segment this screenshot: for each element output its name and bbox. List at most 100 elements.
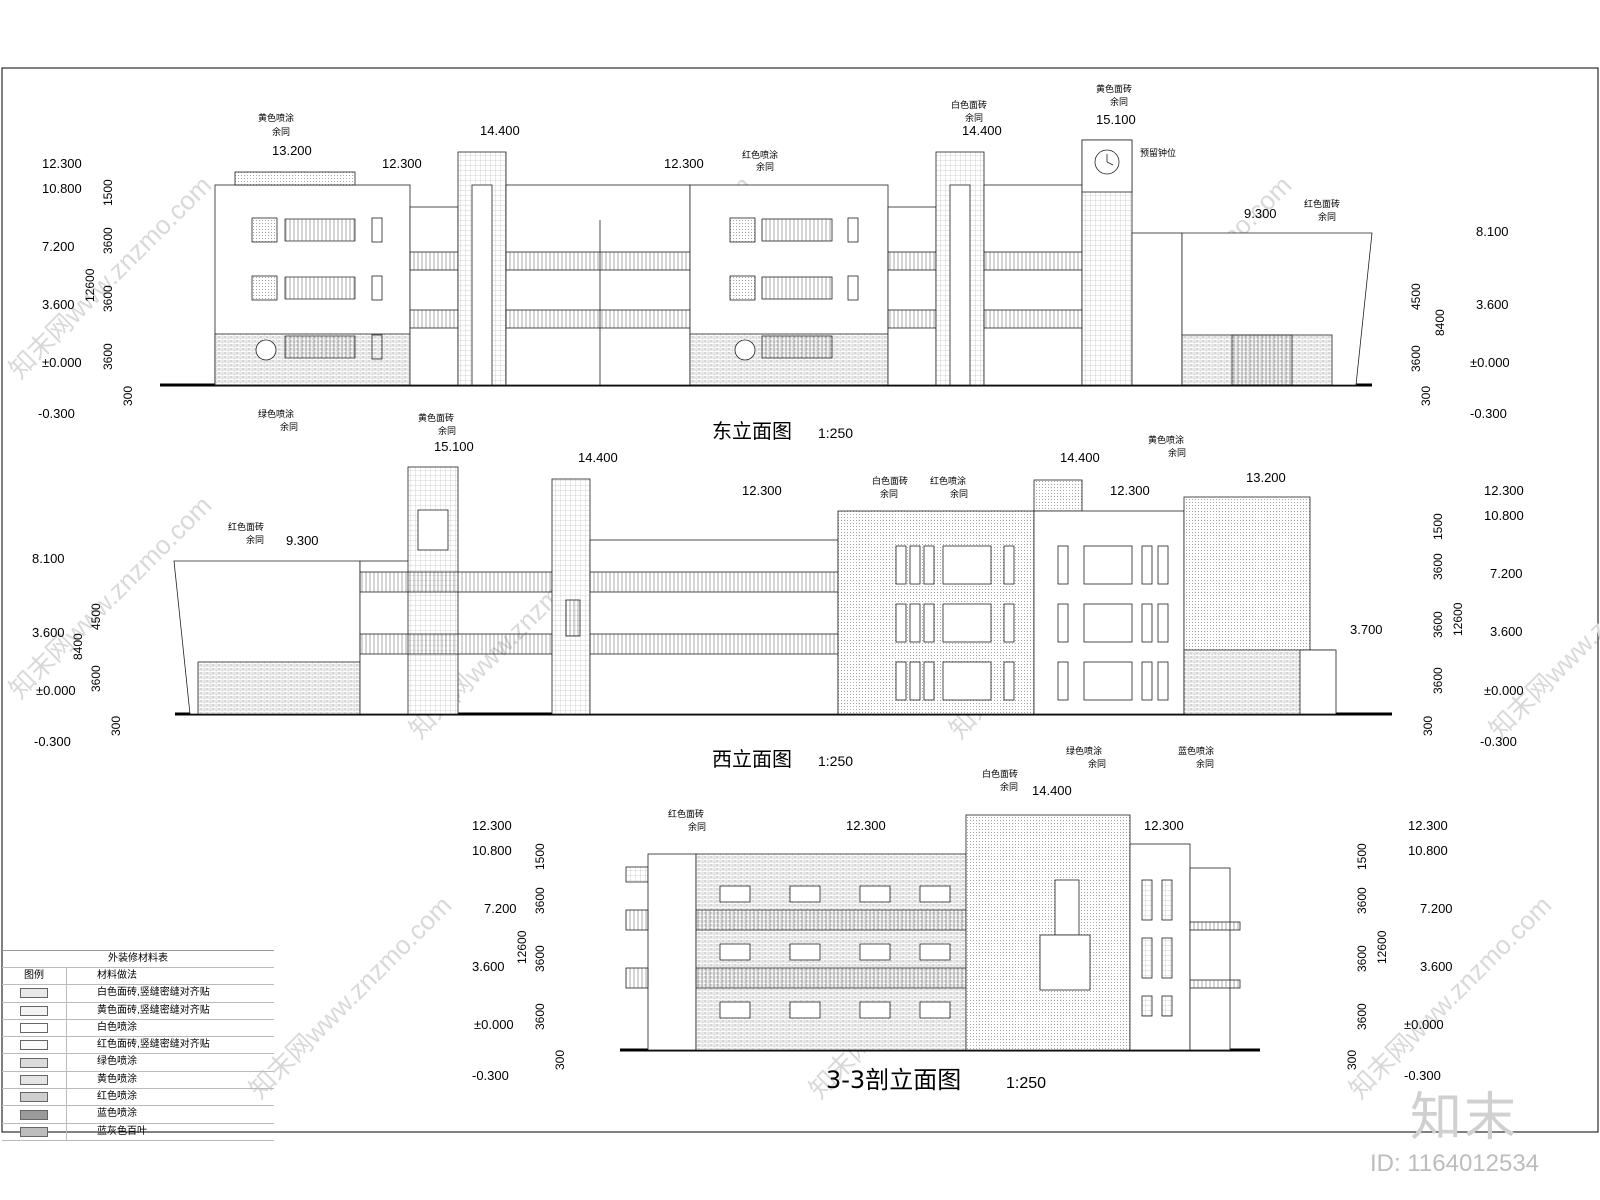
dim-total-label: 8400 (1433, 309, 1447, 336)
legend-swatch (20, 1023, 48, 1034)
level-label: 12.300 (1144, 818, 1184, 833)
legend-material-label: 黄色喷涂 (97, 1073, 137, 1085)
level-label: ±0.000 (1404, 1017, 1444, 1032)
legend-swatch-cell (2, 985, 67, 1002)
level-label: 12.300 (846, 818, 886, 833)
level-label: 15.100 (434, 439, 474, 454)
material-note: 余同 (1110, 96, 1128, 107)
view-scale: 1:250 (818, 753, 853, 769)
material-note: 余同 (1168, 447, 1186, 458)
dim-total-label: 12600 (1451, 602, 1465, 636)
material-note: 蓝色喷涂 (1178, 745, 1214, 756)
dim-total-label: 12600 (1375, 930, 1389, 964)
material-note: 余同 (756, 161, 774, 172)
dim-label: 3600 (1431, 667, 1445, 694)
dim-label: 3600 (1431, 611, 1445, 638)
legend-rows: 白色面砖,竖缝密缝对齐贴黄色面砖,竖缝密缝对齐贴白色喷涂红色面砖,竖缝密缝对齐贴… (2, 985, 274, 1141)
sheet-border (1, 67, 1599, 1133)
material-note: 黄色喷涂 (258, 112, 294, 123)
level-label: 14.400 (480, 123, 520, 138)
legend-row: 白色面砖,竖缝密缝对齐贴 (2, 985, 274, 1003)
material-note: 红色面砖 (228, 521, 264, 532)
material-note: 预留钟位 (1140, 147, 1176, 158)
view-scale: 1:250 (818, 425, 853, 441)
dim-label: 3600 (89, 665, 103, 692)
view-scale: 1:250 (1006, 1075, 1046, 1092)
level-label: 3.600 (1420, 959, 1453, 974)
dim-label: 300 (121, 386, 135, 406)
legend-swatch (20, 1057, 48, 1068)
level-label: ±0.000 (42, 355, 82, 370)
legend-swatch-cell (2, 1054, 67, 1071)
dim-label: 3600 (1431, 553, 1445, 580)
dim-total-label: 12600 (83, 268, 97, 302)
level-label: -0.300 (1404, 1068, 1441, 1083)
legend-row: 白色喷涂 (2, 1019, 274, 1038)
level-label: 12.300 (664, 156, 704, 171)
material-note: 余同 (438, 425, 456, 436)
legend-swatch (20, 1109, 48, 1120)
material-note: 红色喷涂 (742, 149, 778, 160)
legend-swatch (20, 1074, 48, 1085)
dim-label: 1500 (533, 843, 547, 870)
legend-header-row: 图例 材料做法 (2, 968, 274, 986)
dim-label: 3600 (1355, 887, 1369, 914)
material-note: 余同 (1088, 758, 1106, 769)
level-label: 7.200 (1490, 566, 1523, 581)
material-note: 余同 (1000, 781, 1018, 792)
dim-label: 3600 (1355, 1003, 1369, 1030)
view-title: 西立面图 (712, 747, 792, 771)
material-note: 绿色喷涂 (258, 408, 294, 419)
level-label: 12.300 (1408, 818, 1448, 833)
legend-material-label: 蓝灰色百叶 (97, 1125, 147, 1137)
legend-swatch (20, 1040, 48, 1051)
legend-swatch-cell (2, 1019, 67, 1037)
legend-row: 蓝灰色百叶 (2, 1123, 274, 1141)
section-3-3-elevation (620, 814, 1260, 1052)
legend-title: 外装修材料表 (2, 951, 274, 968)
legend-swatch-cell (2, 1071, 67, 1089)
dim-label: 3600 (533, 945, 547, 972)
image-id-label: ID: 1164012534 (1370, 1150, 1540, 1177)
level-label: -0.300 (34, 734, 71, 749)
legend-swatch-cell (2, 1106, 67, 1123)
level-label: 8.100 (1476, 224, 1509, 239)
level-label: 14.400 (578, 450, 618, 465)
level-label: 12.300 (382, 156, 422, 171)
level-label: 3.600 (32, 625, 65, 640)
material-note: 余同 (246, 534, 264, 545)
level-label: 3.600 (1490, 624, 1523, 639)
legend-row: 蓝色喷涂 (2, 1106, 274, 1124)
legend-material-label: 白色面砖,竖缝密缝对齐贴 (97, 987, 210, 999)
legend-swatch-cell (2, 1002, 67, 1019)
dim-label: 300 (1419, 386, 1433, 406)
material-note: 绿色喷涂 (1066, 745, 1102, 756)
level-label: 10.800 (1484, 508, 1524, 523)
legend-row: 黄色面砖,竖缝密缝对齐贴 (2, 1002, 274, 1020)
west-elevation (173, 466, 1392, 716)
dim-total-label: 12600 (515, 930, 529, 964)
level-label: 3.600 (42, 297, 75, 312)
legend-material-label: 红色喷涂 (97, 1091, 137, 1103)
legend-swatch (20, 1126, 48, 1137)
level-label: ±0.000 (474, 1017, 514, 1032)
material-note: 余同 (272, 126, 290, 137)
dim-label: 3600 (101, 285, 115, 312)
material-note: 余同 (880, 488, 898, 499)
legend-row: 红色面砖,竖缝密缝对齐贴 (2, 1037, 274, 1055)
legend-material-label: 白色喷涂 (97, 1021, 137, 1033)
level-label: 15.100 (1096, 112, 1136, 127)
section-labels: 12.300 10.800 7.200 3.600 ±0.000 -0.300 … (472, 768, 1453, 1094)
material-note: 余同 (950, 488, 968, 499)
material-note: 红色面砖 (668, 808, 704, 819)
view-title: 东立面图 (712, 419, 792, 443)
level-label: ±0.000 (1470, 355, 1510, 370)
material-note: 白色面砖 (982, 768, 1018, 779)
dim-label: 3600 (101, 343, 115, 370)
legend-col-icon: 图例 (2, 968, 67, 985)
level-label: -0.300 (1480, 734, 1517, 749)
legend-swatch-cell (2, 1037, 67, 1054)
level-label: 13.200 (272, 143, 312, 158)
watermark-text: 知末网www.znzmo.com (1343, 890, 1557, 1104)
dim-label: 3600 (1409, 345, 1423, 372)
